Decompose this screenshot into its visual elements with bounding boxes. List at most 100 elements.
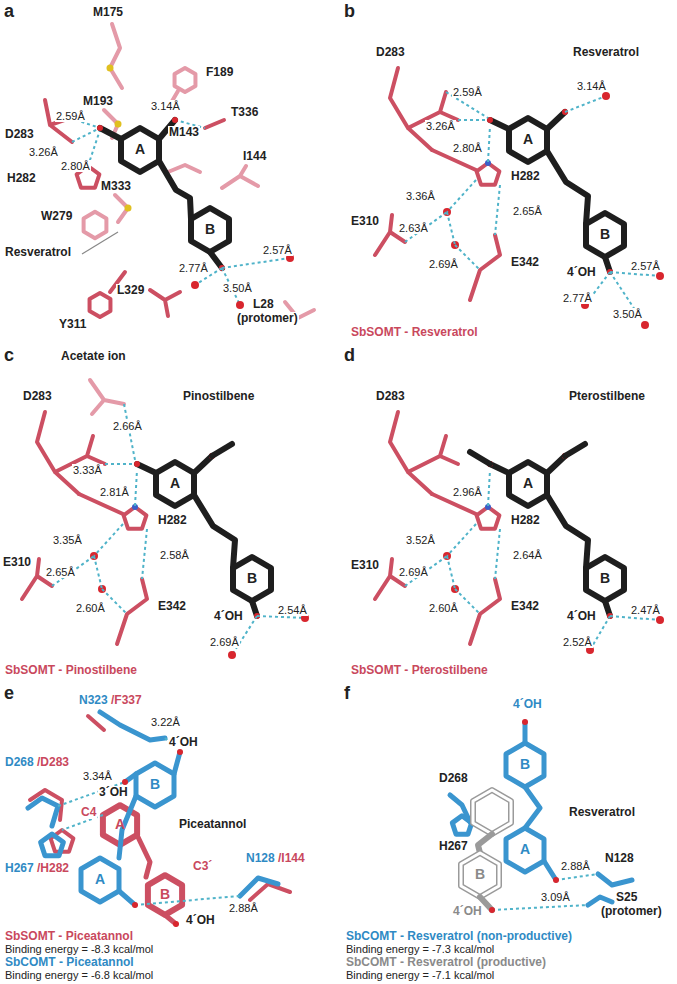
- structure-circle: [125, 205, 132, 212]
- structure-circle: [656, 616, 664, 624]
- ligand-label: 4´OH: [452, 905, 483, 918]
- distance-label: 3.14Å: [150, 100, 181, 112]
- structure-path: [205, 120, 224, 128]
- distance-label: 2.59Å: [55, 110, 86, 122]
- distance-label: 2.81Å: [99, 486, 130, 498]
- structure-circle: [489, 907, 495, 913]
- distance-label: 3.33Å: [72, 464, 103, 476]
- distance-label: 2.77Å: [562, 292, 593, 304]
- ring-label: B: [600, 571, 610, 586]
- structure-circle: [228, 651, 236, 659]
- structure-path: [590, 616, 660, 650]
- distance-label: 2.64Å: [512, 549, 543, 561]
- structure-path: [82, 232, 118, 254]
- complex-title: SbCOMT - Resveratrol (non-productive): [345, 930, 573, 943]
- residue-label: H282: [157, 514, 188, 527]
- ring-label: B: [600, 227, 610, 242]
- distance-label: 3.26Å: [425, 120, 456, 132]
- panel-letter: c: [4, 346, 14, 366]
- residue-label: M193: [82, 95, 114, 108]
- ring-label: B: [150, 777, 160, 792]
- structure-use: [121, 128, 159, 172]
- distance-label: 2.65Å: [45, 566, 76, 578]
- structure-circle: [553, 877, 559, 883]
- ligand-label: Pinostilbene: [182, 390, 255, 403]
- complex-title: SbCOMT - Piceatannol: [4, 956, 135, 969]
- panel-letter: a: [4, 2, 14, 22]
- ring-label: A: [523, 132, 533, 147]
- structure-circle: [641, 321, 649, 329]
- structure-use: [84, 212, 107, 238]
- residue-label: D268: [438, 772, 469, 785]
- structure-path: [150, 290, 180, 316]
- residue-label: E342: [510, 600, 540, 613]
- residue-label: F189: [205, 66, 234, 79]
- distance-label: 2.57Å: [262, 244, 293, 256]
- structure-circle: [602, 92, 610, 100]
- ligand-label: Piceatannol: [178, 818, 247, 831]
- structure-use: [375, 412, 624, 644]
- residue-label: D283: [22, 390, 53, 403]
- distance-label: 2.88Å: [560, 860, 591, 872]
- complex-title: SbSOMT - Pinostilbene: [4, 664, 138, 677]
- structure-path: [195, 258, 290, 305]
- structure-path: [88, 716, 104, 730]
- residue-label: H282: [510, 514, 541, 527]
- complex-title: SbSOMT - Resveratrol: [350, 326, 479, 339]
- distance-label: 2.60Å: [75, 602, 106, 614]
- distance-label: 2.96Å: [452, 486, 483, 498]
- structure-path: [70, 118, 205, 166]
- residue-label: E342: [157, 600, 187, 613]
- residue-label: /H282: [36, 862, 70, 875]
- structure-path: [525, 722, 540, 828]
- structure-use: [41, 834, 64, 856]
- complex-title: SbSOMT - Pterostilbene: [350, 664, 489, 677]
- structure-circle: [173, 921, 179, 927]
- residue-label: M333: [100, 180, 132, 193]
- ligand-label: Resveratrol: [568, 806, 636, 819]
- structure-use: [90, 293, 111, 317]
- structure-path: [119, 752, 180, 858]
- residue-label: D283: [375, 46, 406, 59]
- structure-use: [473, 790, 511, 834]
- residue-label: L329: [116, 284, 145, 297]
- distance-label: 3.50Å: [222, 282, 253, 294]
- distance-label: 2.60Å: [428, 602, 459, 614]
- structure-path: [492, 874, 598, 910]
- residue-label: E342: [510, 256, 540, 269]
- ligand-label: 3´OH: [98, 786, 129, 799]
- distance-label: 2.80Å: [452, 142, 483, 154]
- residue-label: N323: [78, 694, 109, 707]
- residue-label: M175: [92, 6, 124, 19]
- residue-label: H267: [4, 862, 35, 875]
- structure-path: [585, 272, 660, 325]
- distance-label: 2.66Å: [112, 420, 143, 432]
- distance-label: 3.22Å: [150, 716, 181, 728]
- complex-title: SbSOMT - Piceatannol: [4, 930, 134, 943]
- residue-label: D268: [4, 756, 35, 769]
- complex-title: SbCOMT - Resveratrol (productive): [345, 956, 547, 969]
- panel-letter: d: [344, 346, 355, 366]
- distance-label: 2.54Å: [277, 604, 308, 616]
- ligand-label: 4´OH: [168, 736, 199, 749]
- structure-path: [212, 444, 232, 456]
- residue-label: D283: [4, 128, 35, 141]
- residue-label: (protomer): [236, 312, 299, 325]
- residue-label: S25: [615, 891, 638, 904]
- structure-circle: [132, 902, 138, 908]
- distance-label: 3.26Å: [28, 146, 59, 158]
- structure-path: [110, 24, 122, 88]
- energy-note: Binding energy = -7.1 kcal/mol: [345, 969, 495, 981]
- residue-label: H267: [438, 840, 469, 853]
- structure-use: [136, 763, 174, 807]
- residue-label: /D283: [36, 756, 70, 769]
- residue-label: M143: [168, 126, 200, 139]
- distance-label: 3.34Å: [82, 770, 113, 782]
- residue-label: E310: [350, 215, 380, 228]
- structure-circle: [236, 301, 244, 309]
- residue-label: /F337: [110, 694, 143, 707]
- distance-label: 2.77Å: [178, 262, 209, 274]
- distance-label: 3.36Å: [405, 190, 436, 202]
- distance-label: 3.09Å: [540, 891, 571, 903]
